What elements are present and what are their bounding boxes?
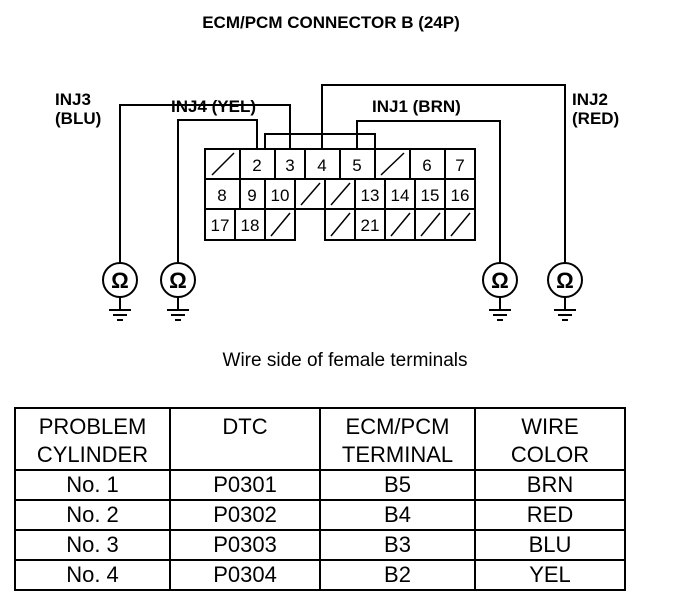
- terminal-15: 15: [421, 186, 440, 205]
- header-dtc: DTC: [169, 407, 321, 471]
- table-row: No. 3 P0303 B3 BLU: [14, 529, 626, 561]
- cell-cylinder: No. 4: [14, 559, 171, 591]
- cell-dtc: P0302: [169, 499, 321, 531]
- cell-wire-color: YEL: [474, 559, 626, 591]
- terminal-21: 21: [361, 216, 380, 235]
- terminal-3: 3: [285, 156, 294, 175]
- ground-icon: [554, 297, 576, 321]
- table-row: No. 4 P0304 B2 YEL: [14, 559, 626, 591]
- cell-terminal: B2: [319, 559, 476, 591]
- terminal-10: 10: [271, 186, 290, 205]
- diagram-caption: Wire side of female terminals: [223, 350, 468, 371]
- terminal-6: 6: [422, 156, 431, 175]
- connector-diagram: ECM/PCM CONNECTOR B (24P): [55, 13, 619, 371]
- svg-text:Ω: Ω: [111, 268, 129, 293]
- terminal-18: 18: [241, 216, 260, 235]
- connector-b: [204, 133, 476, 241]
- terminal-4: 4: [317, 156, 326, 175]
- cell-dtc: P0304: [169, 559, 321, 591]
- inj3-color: (BLU): [55, 109, 101, 128]
- wire-inj3: [119, 104, 291, 263]
- wire-inj4: [177, 119, 258, 263]
- cell-terminal: B4: [319, 499, 476, 531]
- diagram-title: ECM/PCM CONNECTOR B (24P): [202, 13, 460, 32]
- inj4-label: INJ4 (YEL): [171, 97, 256, 116]
- cell-terminal: B5: [319, 469, 476, 501]
- cell-wire-color: BRN: [474, 469, 626, 501]
- wire-inj2: [321, 84, 566, 263]
- empty-cavity-marks: [211, 152, 471, 237]
- terminal-17: 17: [211, 216, 230, 235]
- cell-terminal: B3: [319, 529, 476, 561]
- cell-dtc: P0303: [169, 529, 321, 561]
- terminal-9: 9: [247, 186, 256, 205]
- terminal-8: 8: [217, 186, 226, 205]
- wires: [119, 84, 566, 263]
- cell-wire-color: BLU: [474, 529, 626, 561]
- cell-cylinder: No. 3: [14, 529, 171, 561]
- terminal-16: 16: [451, 186, 470, 205]
- terminal-13: 13: [361, 186, 380, 205]
- terminal-7: 7: [455, 156, 464, 175]
- terminal-5: 5: [352, 156, 361, 175]
- ohmmeter-3: Ω: [482, 262, 518, 321]
- terminal-14: 14: [391, 186, 410, 205]
- ohmmeter-2: Ω: [160, 262, 196, 321]
- svg-text:Ω: Ω: [491, 268, 509, 293]
- svg-text:Ω: Ω: [169, 268, 187, 293]
- injector-labels: INJ3 (BLU) INJ4 (YEL) INJ1 (BRN) INJ2 (R…: [55, 90, 619, 128]
- cell-cylinder: No. 2: [14, 499, 171, 531]
- ground-icon: [109, 297, 131, 321]
- svg-text:Ω: Ω: [556, 268, 574, 293]
- inj1-label: INJ1 (BRN): [372, 97, 461, 116]
- ohmmeter-1: Ω: [102, 262, 138, 321]
- cell-cylinder: No. 1: [14, 469, 171, 501]
- inj2-label: INJ2: [572, 90, 608, 109]
- wire-inj1: [356, 120, 501, 263]
- ground-icon: [167, 297, 189, 321]
- inj3-label: INJ3: [55, 90, 91, 109]
- ohmmeter-4: Ω: [547, 262, 583, 321]
- terminal-2: 2: [252, 156, 261, 175]
- cell-wire-color: RED: [474, 499, 626, 531]
- terminal-labels: 2 3 4 5 6 7 8 9 10 13 14 15 16 17 18 21: [211, 156, 470, 235]
- cell-dtc: P0301: [169, 469, 321, 501]
- inj2-color: (RED): [572, 109, 619, 128]
- table-row: No. 2 P0302 B4 RED: [14, 499, 626, 531]
- table-row: No. 1 P0301 B5 BRN: [14, 469, 626, 501]
- ground-icon: [489, 297, 511, 321]
